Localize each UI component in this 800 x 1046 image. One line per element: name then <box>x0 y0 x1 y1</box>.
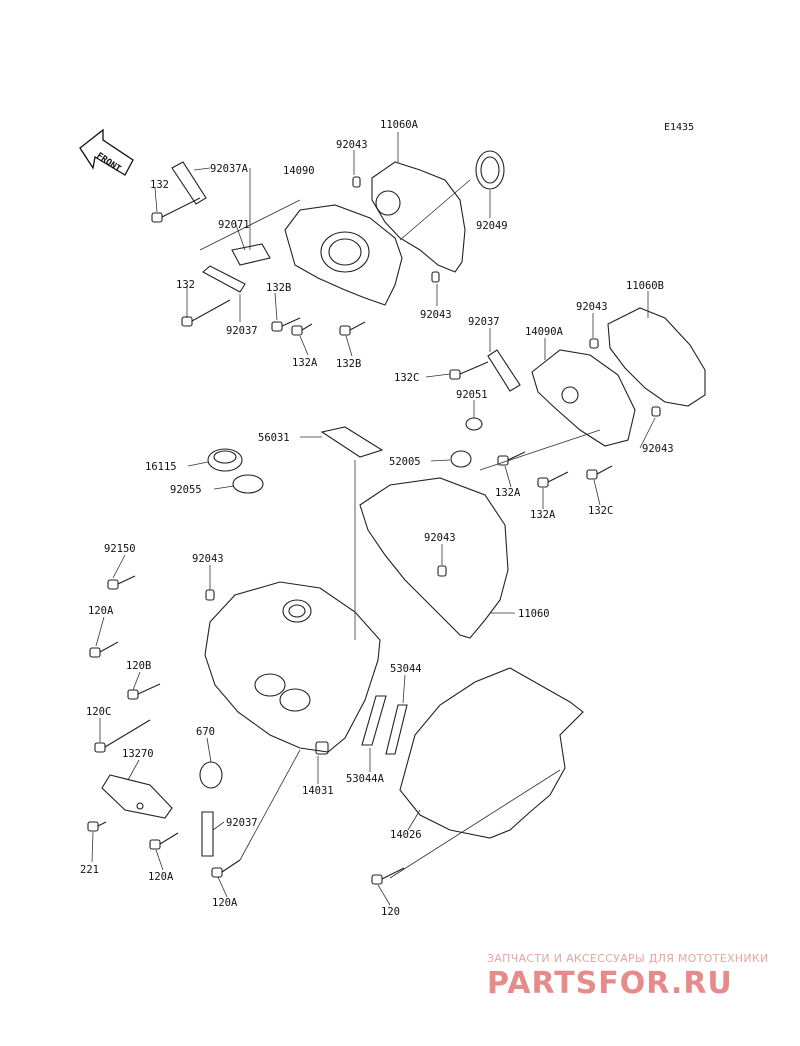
gasket-11060b-shape <box>607 307 706 407</box>
part-label: 120A <box>212 897 238 909</box>
part-label: 92037A <box>210 163 249 175</box>
label-56031-shape <box>320 426 384 458</box>
bolt-120-shape <box>371 867 405 885</box>
part-label: 132C <box>588 505 613 517</box>
part-label: 92150 <box>104 543 136 555</box>
cover-14026-shape <box>399 667 584 839</box>
strap-92037-shape <box>202 265 246 293</box>
cover-14090-shape <box>284 204 403 306</box>
strap-92037-shape <box>201 811 214 857</box>
part-label: 132B <box>266 282 291 294</box>
plate-13270-shape <box>101 774 173 819</box>
cap-16115-shape <box>207 448 243 472</box>
part-label: 92037 <box>226 325 258 337</box>
bolt-120a-shape <box>211 859 241 878</box>
part-label: 132B <box>336 358 361 370</box>
part-label: 132A <box>530 509 556 521</box>
part-label: 92043 <box>336 139 368 151</box>
part-label: 92051 <box>456 389 488 401</box>
leader-lines <box>91 132 656 906</box>
dowel-92043-shape <box>651 406 661 417</box>
diagram-code: E1435 <box>664 122 694 133</box>
cover-14031-shape <box>204 581 381 753</box>
part-label: 120A <box>88 605 114 617</box>
part-label: 92043 <box>192 553 224 565</box>
part-label: 53044 <box>390 663 422 675</box>
part-label: 14090 <box>283 165 315 177</box>
cover-14090a-shape <box>531 349 636 447</box>
part-label: 92043 <box>642 443 674 455</box>
dowel-92043-shape <box>431 271 440 283</box>
front-arrow-icon: FRONT <box>79 128 134 176</box>
bolt-132-shape <box>181 299 231 327</box>
strap-92037-shape <box>487 349 521 392</box>
part-label: 11060 <box>518 608 550 620</box>
part-label: 14090A <box>525 326 564 338</box>
bolt-132c-shape <box>586 465 613 480</box>
part-label: 132 <box>150 179 169 191</box>
oil-seal-92049-shape <box>475 150 505 190</box>
o-ring-670-shape <box>199 761 223 789</box>
pin-53044-shape <box>385 704 408 755</box>
part-label: 92037 <box>226 817 258 829</box>
part-label: 52005 <box>389 456 421 468</box>
part-label: 11060B <box>626 280 664 292</box>
bolt-132-shape <box>151 197 201 223</box>
part-label: 92043 <box>576 301 608 313</box>
part-label: 53044A <box>346 773 385 785</box>
part-label: 120C <box>86 706 111 718</box>
cap-52005-shape <box>450 450 472 468</box>
bolt-132a-shape <box>537 471 569 488</box>
part-label: 92071 <box>218 219 250 231</box>
strap-92037a-shape <box>171 161 207 205</box>
bolt-132b-shape <box>271 317 301 332</box>
part-number-labels: 11060A 92043 14090 92037A 132 92071 9204… <box>80 119 674 918</box>
dowel-92043-shape <box>589 338 599 349</box>
part-label: 670 <box>196 726 215 738</box>
part-label: 13270 <box>122 748 154 760</box>
bolt-132b-shape <box>339 321 366 336</box>
gasket-11060-shape <box>359 477 509 639</box>
part-label: 221 <box>80 864 99 876</box>
bolt-120c-shape <box>94 719 151 753</box>
bolt-132c-shape <box>449 361 489 380</box>
bolt-132a-shape <box>291 323 313 336</box>
washer-92051-shape <box>465 417 483 431</box>
part-label: 92049 <box>476 220 508 232</box>
bolt-92150-shape <box>107 575 136 590</box>
part-label: 92043 <box>420 309 452 321</box>
o-ring-92055-shape <box>232 474 264 494</box>
part-label: 92037 <box>468 316 500 328</box>
part-label: 132A <box>292 357 318 369</box>
bolt-120b-shape <box>127 683 161 700</box>
part-label: 132A <box>495 487 521 499</box>
gasket-11060a-shape <box>371 161 466 273</box>
part-label: 120 <box>381 906 400 918</box>
part-label: 132 <box>176 279 195 291</box>
plate-92071-shape <box>231 243 271 266</box>
bolt-120a-shape <box>89 641 119 658</box>
watermark-tagline: ЗАПЧАСТИ И АКСЕССУАРЫ ДЛЯ МОТОТЕХНИКИ <box>487 952 769 965</box>
part-label: 56031 <box>258 432 290 444</box>
part-label: 92043 <box>424 532 456 544</box>
dowel-92043-shape <box>352 176 361 188</box>
dowel-92043-shape <box>437 565 447 577</box>
watermark-logo: PARTSFOR.RU <box>487 966 733 1001</box>
part-label: 14031 <box>302 785 334 797</box>
part-label: 120B <box>126 660 151 672</box>
pin-53044a-shape <box>361 695 387 746</box>
part-label: 14026 <box>390 829 422 841</box>
part-label: 120A <box>148 871 174 883</box>
dowel-92043-shape <box>205 589 215 601</box>
part-label: 16115 <box>145 461 177 473</box>
bolt-120a-shape <box>149 832 179 850</box>
part-label: 132C <box>394 372 419 384</box>
bolt-221-shape <box>87 821 107 832</box>
part-label: 92055 <box>170 484 202 496</box>
part-label: 11060A <box>380 119 419 131</box>
